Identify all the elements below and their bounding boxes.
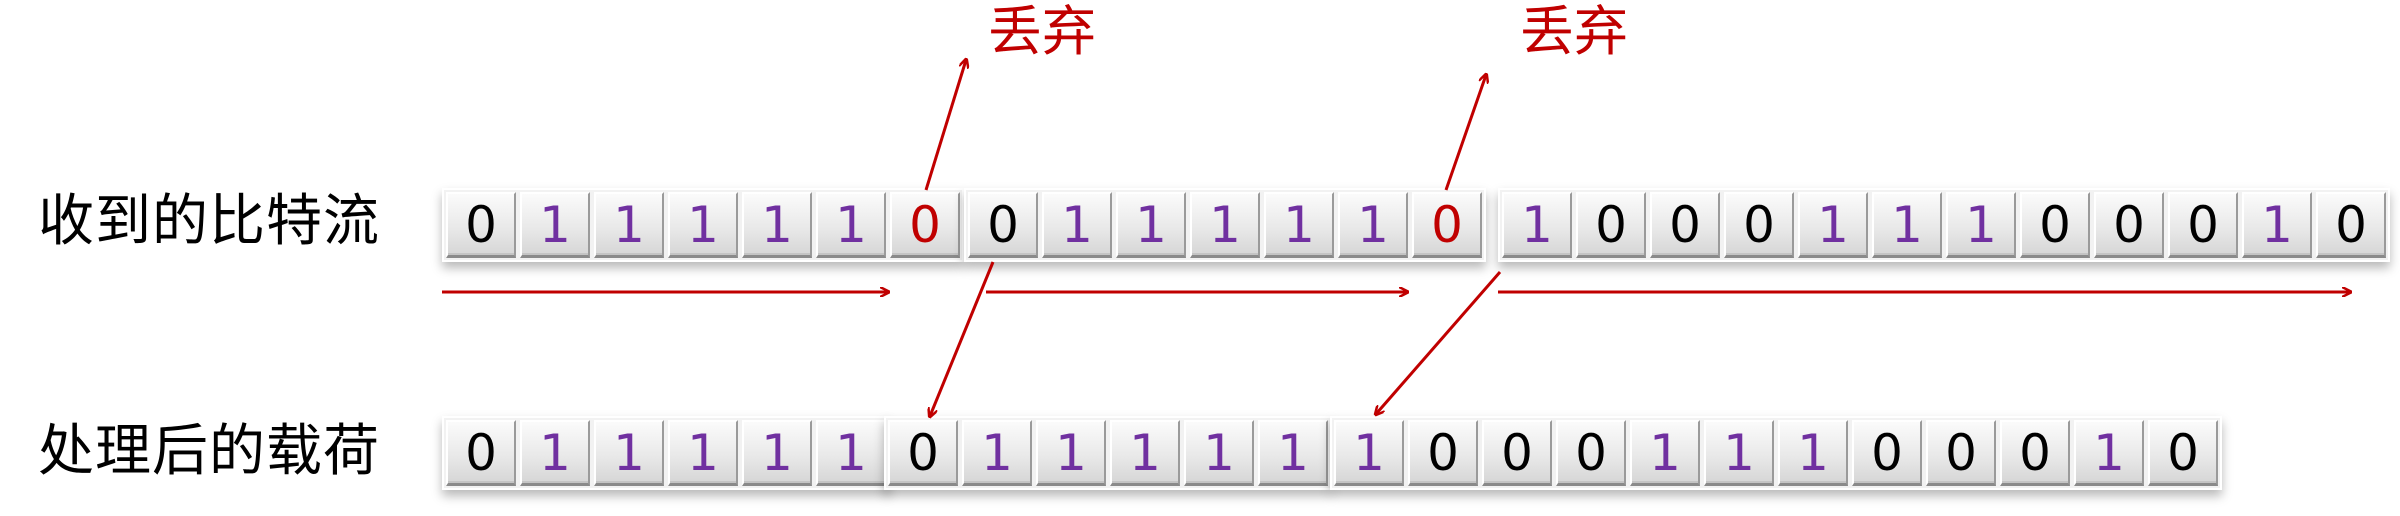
discarded-bit: 0 (890, 192, 960, 258)
bit-cell: 1 (1630, 420, 1700, 486)
bit-cell: 1 (1036, 420, 1106, 486)
bit-cell: 0 (2168, 192, 2238, 258)
bit-cell: 1 (1258, 420, 1328, 486)
bit-cell: 1 (2074, 420, 2144, 486)
discard-arrow (1444, 75, 1486, 191)
bit-cell: 1 (1190, 192, 1260, 258)
bit-cell: 0 (2020, 192, 2090, 258)
bit-cell: 1 (742, 420, 812, 486)
bit-cell: 1 (1872, 192, 1942, 258)
bit-cell: 1 (1502, 192, 1572, 258)
bit-cell: 1 (1110, 420, 1180, 486)
bit-cell: 1 (2242, 192, 2312, 258)
bit-cell: 1 (1338, 192, 1408, 258)
bit-cell: 0 (2000, 420, 2070, 486)
bit-cell: 0 (1556, 420, 1626, 486)
bit-cell: 1 (668, 420, 738, 486)
bit-cell: 1 (1334, 420, 1404, 486)
bit-cell: 0 (1724, 192, 1794, 258)
bit-cell: 0 (2316, 192, 2386, 258)
bit-cell: 1 (962, 420, 1032, 486)
bit-cell: 0 (1926, 420, 1996, 486)
bit-cell: 1 (668, 192, 738, 258)
bit-cell: 0 (446, 192, 516, 258)
bit-cell: 0 (2094, 192, 2164, 258)
bit-cell: 1 (1116, 192, 1186, 258)
bit-cell: 0 (1650, 192, 1720, 258)
bit-cell: 1 (1798, 192, 1868, 258)
shift-arrow (930, 261, 995, 416)
bit-cell: 1 (1264, 192, 1334, 258)
bit-cell: 0 (1408, 420, 1478, 486)
processed-payload-label: 处理后的载荷 (38, 419, 380, 484)
bit-cell: 1 (1946, 192, 2016, 258)
discarded-bit: 0 (1412, 192, 1482, 258)
bit-cell: 0 (888, 420, 958, 486)
bit-cell: 0 (446, 420, 516, 486)
bit-cell: 1 (594, 192, 664, 258)
bit-cell: 0 (968, 192, 1038, 258)
bit-cell: 0 (1576, 192, 1646, 258)
received-stream-label: 收到的比特流 (38, 189, 380, 254)
bit-cell: 1 (1042, 192, 1112, 258)
bit-cell: 0 (2148, 420, 2218, 486)
bit-cell: 1 (520, 192, 590, 258)
bit-cell: 1 (816, 420, 886, 486)
bit-cell: 1 (742, 192, 812, 258)
discard-arrow (924, 60, 966, 191)
bit-cell: 1 (1778, 420, 1848, 486)
bit-cell: 1 (1704, 420, 1774, 486)
bit-cell: 1 (594, 420, 664, 486)
bit-cell: 0 (1852, 420, 1922, 486)
discard-label: 丢弃 (1520, 0, 1628, 63)
bit-cell: 0 (1482, 420, 1552, 486)
shift-arrow (1376, 271, 1502, 414)
bit-cell: 1 (520, 420, 590, 486)
bit-cell: 1 (1184, 420, 1254, 486)
discard-label: 丢弃 (988, 0, 1096, 63)
bit-cell: 1 (816, 192, 886, 258)
